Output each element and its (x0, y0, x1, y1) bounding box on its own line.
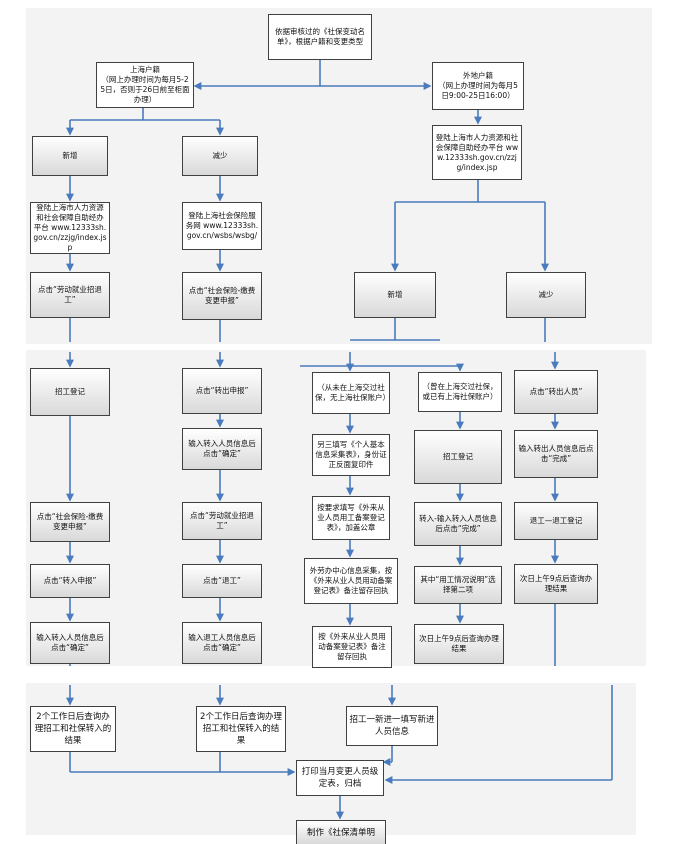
panel-bottom (26, 683, 636, 835)
right-a5-box: 按《外来从业人员用动备案登记表》备注留存回执 (312, 626, 392, 668)
right-jianshao-box: 减少 (506, 272, 586, 318)
print-box: 打印当月变更人员级定表，归档 (296, 760, 384, 796)
mid-result-box: 2个工作日后查询办理招工和社保转入的结果 (196, 706, 286, 752)
mid-click-tuigong-box: 点击“劳动就业招退工” (182, 502, 262, 540)
right-b2-box: 招工登记 (414, 430, 502, 484)
right-a2-box: 另三填写《个人基本信息采集表》，身份证正反面复印件 (312, 434, 390, 476)
right-b1-box: （曾在上海交过社保，或已有上海社保账户） (418, 372, 502, 412)
right-xinzeng-box: 新增 (354, 272, 436, 318)
right-login-box: 登陆上海市人力资源和社会保障自助经办平台 www.12333sh.gov.cn/… (432, 125, 522, 180)
mid-login-box: 登陆上海社会保险服务网 www.12333sh.gov.cn/wsbs/wsbg… (182, 202, 262, 250)
left-xinzeng-box: 新增 (32, 136, 108, 176)
left-click-zhaogong-box: 点击“劳动就业招退工” (30, 272, 110, 318)
left-click-shebao-box: 点击“社会保险-缴费变更申报” (30, 502, 110, 542)
right-a3-box: 按要求填写《外来从业人员用工备案登记表》，加盖公章 (312, 496, 390, 540)
right-c1-box: 点击“转出人员” (514, 370, 598, 414)
left-click-zhuanru-box: 点击“转入申报” (30, 564, 110, 598)
mid-input-tuigong-box: 输入退工人员信息后点击“确定” (182, 622, 262, 664)
mid-jianshao-box: 减少 (182, 136, 258, 176)
right-c4-box: 次日上午9点后查询办理结果 (514, 564, 598, 604)
right-b4-box: 其中“用工情况说明”选择第二项 (414, 566, 502, 604)
right-b3-box: 转入-输入转入人员信息后点击“完成” (414, 502, 502, 546)
right-c2-box: 输入转出人员信息后点击“完成” (514, 430, 598, 478)
right-a6-box: 招工一新进一填写新进人员信息 (346, 706, 438, 746)
shanghai-hukou-box: 上海户籍 （网上办理时间为每月5-25日，否则于26日前至柜面办理） (96, 62, 194, 108)
left-input-info-box: 输入转入人员信息后点击“确定” (30, 622, 110, 664)
start-box: 依据审核过的《社保变动名单》，根据户籍和变更类型 (268, 14, 372, 60)
right-a1-box: （从未在上海交过社保，无上海社保账户） (312, 372, 390, 414)
right-a4-box: 外劳办中心信息采集，按《外来从业人员用动备案登记表》备注留存回执 (304, 558, 398, 604)
make-box: 制作《社保清单明 (296, 820, 386, 844)
waidi-hukou-box: 外地户籍 （网上办理时间为每月5日9:00-25日16:00） (432, 62, 524, 110)
mid-input-info-box: 输入转入人员信息后点击“确定” (182, 428, 262, 470)
right-b5-box: 次日上午9点后查询办理结果 (414, 624, 504, 664)
mid-click-zhuanchu-box: 点击“转出申报” (182, 368, 262, 414)
mid-click-shebao-box: 点击“社会保险-缴费变更申报” (182, 272, 262, 320)
left-zhaogong-dengji-box: 招工登记 (30, 368, 110, 416)
left-result-box: 2个工作日后查询办理招工和社保转入的结果 (30, 706, 116, 752)
left-login-box: 登陆上海市人力资源和社会保障自助经办平台 www.12333sh.gov.cn/… (30, 202, 110, 254)
mid-click-tui-box: 点击“退工” (182, 564, 262, 598)
right-c3-box: 退工—退工登记 (514, 502, 598, 540)
